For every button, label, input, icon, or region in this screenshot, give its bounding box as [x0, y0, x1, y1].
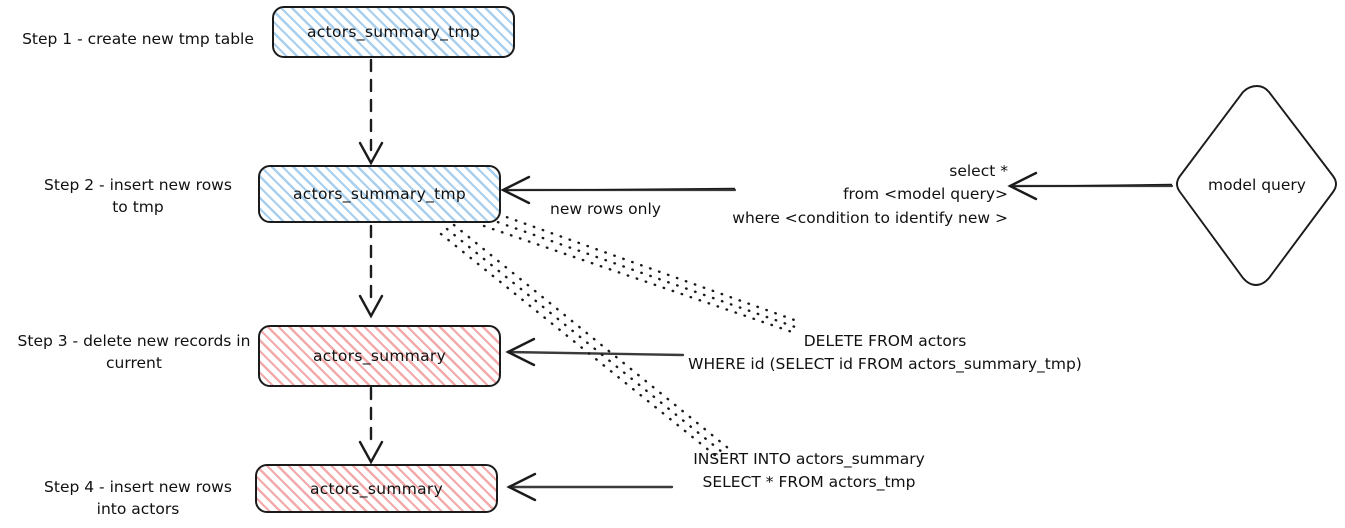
- node-step-4-actors-summary[interactable]: actors_summary: [255, 464, 498, 513]
- node-step-2-label: actors_summary_tmp: [292, 185, 467, 203]
- dotted-link-step2-delete: [482, 212, 802, 335]
- node-step-2-actors-summary-tmp[interactable]: actors_summary_tmp: [258, 165, 501, 223]
- annotation-model-query-sql: select * from <model query> where <condi…: [732, 162, 1008, 227]
- node-step-4-label: actors_summary: [309, 479, 444, 498]
- node-step-1-label: actors_summary_tmp: [306, 23, 481, 41]
- arrow-query-to-step2: [501, 175, 737, 205]
- flow-arrow-step2-step3: [358, 224, 384, 318]
- node-step-1-actors-summary-tmp[interactable]: actors_summary_tmp: [272, 6, 515, 58]
- annotation-insert-sql: INSERT INTO actors_summary SELECT * FROM…: [693, 450, 925, 492]
- arrow-insert-to-step4: [507, 472, 674, 502]
- model-query-diamond: [1176, 85, 1337, 286]
- annotation-delete-sql: DELETE FROM actors WHERE id (SELECT id F…: [688, 332, 1082, 374]
- node-step-3-actors-summary[interactable]: actors_summary: [258, 325, 501, 387]
- arrow-modelquery-to-sql: [1008, 171, 1174, 201]
- dotted-link-step2-insert: [439, 223, 730, 458]
- node-step-3-label: actors_summary: [312, 347, 447, 365]
- step-4-caption: Step 4 - insert new rows into actors: [44, 478, 232, 519]
- step-3-caption: Step 3 - delete new records in current: [17, 332, 251, 373]
- annotation-new-rows-only: new rows only: [550, 200, 661, 218]
- arrow-delete-to-step3: [506, 337, 685, 367]
- flow-arrow-step1-step2: [358, 58, 384, 165]
- model-query-label: model query: [1208, 176, 1306, 194]
- step-2-caption: Step 2 - insert new rows to tmp: [44, 176, 232, 217]
- step-1-caption: Step 1 - create new tmp table: [22, 30, 254, 48]
- flow-arrow-step3-step4: [358, 386, 384, 464]
